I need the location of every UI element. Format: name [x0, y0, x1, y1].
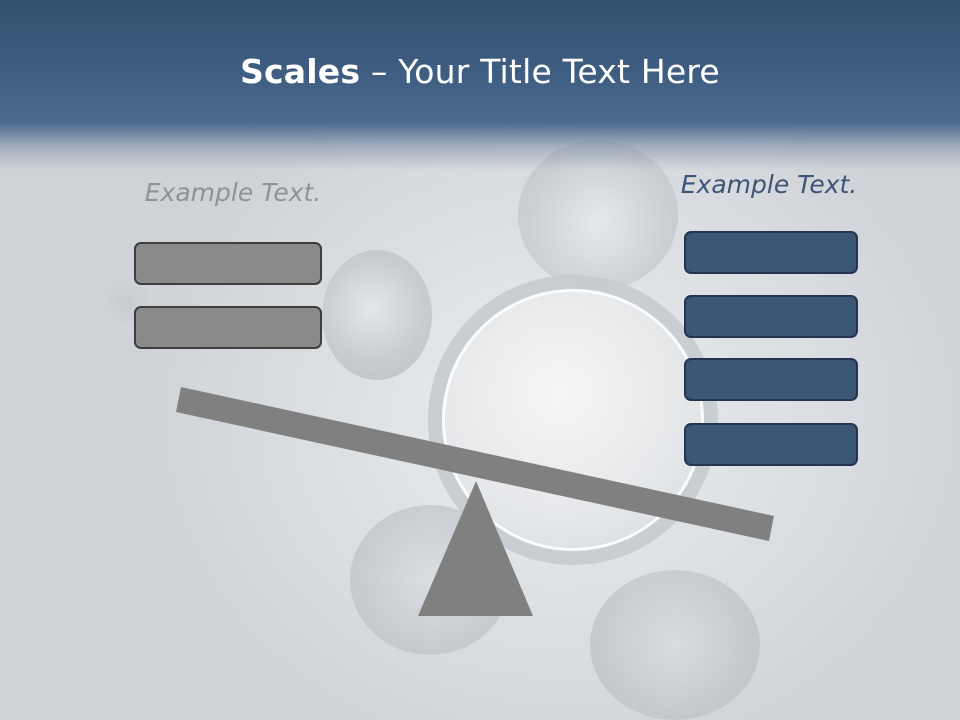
scale-beam — [176, 387, 774, 541]
right-box — [684, 295, 858, 338]
right-box — [684, 358, 858, 401]
header-band — [0, 0, 960, 170]
title-text: – Your Title Text Here — [360, 52, 720, 91]
fulcrum-triangle — [418, 481, 533, 616]
left-box — [134, 242, 322, 285]
background-hub-ring-inner — [442, 289, 704, 551]
left-box — [134, 306, 322, 349]
right-box — [684, 231, 858, 274]
background-bolt — [322, 250, 432, 380]
background-bolt — [590, 570, 760, 720]
left-label: Example Text. — [144, 178, 322, 207]
slide-title: Scales – Your Title Text Here — [0, 52, 960, 91]
right-box — [684, 423, 858, 466]
right-label: Example Text. — [680, 170, 858, 199]
title-bold: Scales — [240, 52, 361, 91]
